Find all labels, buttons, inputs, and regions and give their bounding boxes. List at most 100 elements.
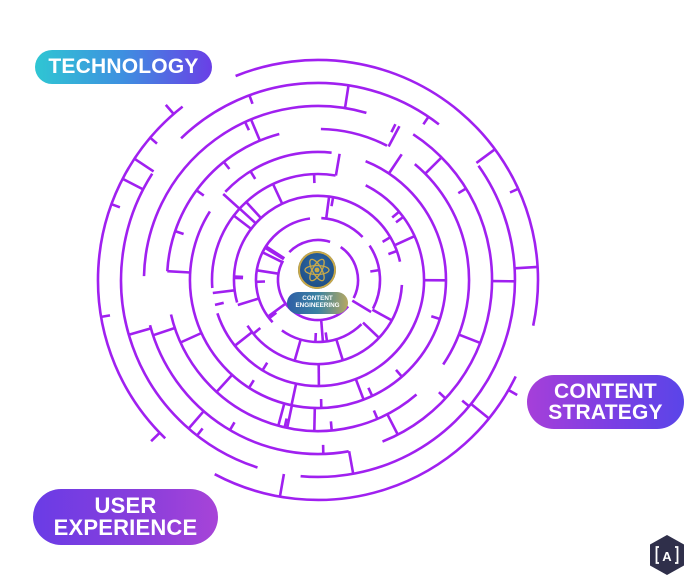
maze-wall xyxy=(386,413,399,436)
maze-wall xyxy=(128,327,152,337)
maze-arc xyxy=(321,216,364,238)
maze-wall xyxy=(149,136,158,145)
maze-wall xyxy=(470,402,490,420)
maze-wall xyxy=(324,332,329,342)
atom-icon xyxy=(298,251,336,289)
maze-wall xyxy=(430,315,441,321)
center-line1: CONTENT xyxy=(302,295,333,303)
maze-wall xyxy=(228,421,236,431)
maze-wall xyxy=(343,85,350,109)
maze-wall xyxy=(367,387,374,397)
maze-arc xyxy=(166,132,280,272)
content-engineering-badge: CONTENT ENGINEERING xyxy=(287,292,348,314)
maze-wall xyxy=(330,197,335,207)
user-experience-label: USER EXPERIENCE xyxy=(33,489,218,545)
logo-letter: A xyxy=(662,549,672,564)
maze-wall xyxy=(393,235,416,247)
maze-wall xyxy=(179,331,203,344)
maze-arc xyxy=(288,238,331,254)
content-strategy-line1: CONTENT xyxy=(554,379,657,403)
maze-wall xyxy=(387,125,401,148)
maze-wall xyxy=(261,362,269,371)
maze-arc xyxy=(320,127,388,147)
technology-label: TECHNOLOGY xyxy=(35,50,212,84)
maze-arc xyxy=(339,246,360,299)
maze-wall xyxy=(214,301,225,307)
maze-arc xyxy=(148,324,349,456)
maze-wall xyxy=(268,311,278,320)
maze-arc xyxy=(254,217,311,324)
maze-arc xyxy=(368,244,382,310)
maze-wall xyxy=(475,148,496,164)
maze-arc xyxy=(188,159,448,410)
maze-wall xyxy=(354,378,365,401)
maze-wall xyxy=(174,229,185,236)
maze-wall xyxy=(278,473,286,497)
maze-wall xyxy=(167,269,191,274)
maze-wall xyxy=(212,289,235,295)
maze-wall xyxy=(324,196,331,219)
maze-arc xyxy=(246,284,404,366)
maze-arc xyxy=(235,58,540,326)
maze-wall xyxy=(509,187,519,194)
maze-wall xyxy=(319,319,325,342)
maze-wall xyxy=(245,201,263,220)
maze-arc xyxy=(232,194,402,303)
maze-wall xyxy=(335,338,345,361)
maze-wall xyxy=(222,161,231,170)
maze-wall xyxy=(100,314,111,319)
maze-wall xyxy=(347,450,355,475)
maze-arc xyxy=(413,163,471,366)
maze-wall xyxy=(238,207,257,225)
maze-wall xyxy=(391,210,400,219)
maze-wall xyxy=(234,331,253,347)
maze-wall xyxy=(215,374,234,393)
maze-arc xyxy=(382,133,494,443)
maze-wall xyxy=(293,339,302,362)
maze-wall xyxy=(424,156,443,175)
user-experience-line1: USER xyxy=(94,492,157,518)
maze-wall xyxy=(150,431,161,443)
maze-wall xyxy=(457,187,467,195)
maze-wall xyxy=(334,153,341,176)
maze-arc xyxy=(216,184,426,388)
maze-wall xyxy=(329,421,333,431)
technology-label-text: TECHNOLOGY xyxy=(48,55,199,79)
maze-wall xyxy=(395,369,403,378)
maze-wall xyxy=(196,427,204,437)
maze-wall xyxy=(249,118,262,142)
maze-wall xyxy=(372,409,379,420)
maze-wall xyxy=(122,177,144,191)
maze-arc xyxy=(224,150,332,193)
maze-wall xyxy=(222,193,241,210)
bracket-a-logo-icon: A xyxy=(648,534,686,576)
maze-wall xyxy=(371,308,393,322)
maze-wall xyxy=(387,249,398,256)
user-experience-line2: EXPERIENCE xyxy=(53,515,198,540)
maze-wall xyxy=(252,326,262,335)
maze-wall xyxy=(362,321,380,339)
maze-arc xyxy=(96,105,184,440)
maze-arc xyxy=(281,323,363,344)
maze-wall xyxy=(152,326,176,337)
maze-wall xyxy=(351,299,372,314)
maze-wall xyxy=(285,405,294,429)
maze-arc xyxy=(119,172,258,469)
maze-wall xyxy=(187,410,205,430)
maze-wall xyxy=(111,202,121,209)
maze-wall xyxy=(387,153,403,175)
maze-wall xyxy=(438,391,447,400)
maze-wall xyxy=(313,407,317,432)
maze-arc xyxy=(180,81,440,140)
maze-wall xyxy=(265,245,286,260)
maze-wall xyxy=(247,379,255,389)
maze-wall xyxy=(381,236,391,244)
maze-wall xyxy=(256,269,279,275)
maze-wall xyxy=(248,94,254,105)
maze-wall xyxy=(261,251,283,264)
maze-wall xyxy=(514,265,538,270)
maze-wall xyxy=(243,121,251,131)
maze-wall xyxy=(233,214,253,231)
maze-wall xyxy=(461,399,470,408)
